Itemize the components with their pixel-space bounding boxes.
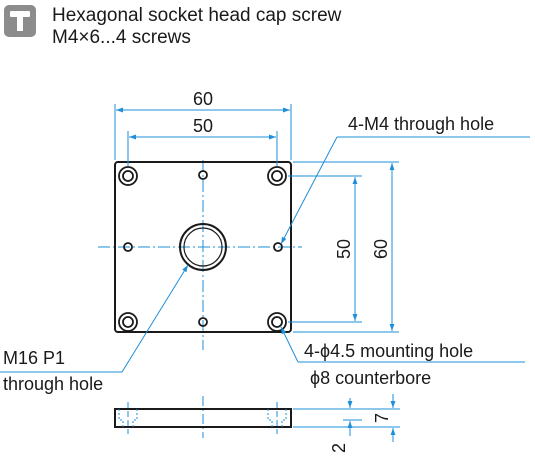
annotation-mounting-hole: 4-ϕ4.5 mounting hole xyxy=(304,341,473,361)
leader-mounting-holes xyxy=(280,326,525,363)
m4-hole-right xyxy=(273,242,283,252)
mounting-hole-bottom-left xyxy=(118,312,138,332)
dimension-label-60-height: 60 xyxy=(371,239,391,259)
m4-hole-left xyxy=(123,242,133,252)
mounting-hole-top-right xyxy=(267,166,287,186)
dimension-label-50-width: 50 xyxy=(193,116,213,136)
top-view xyxy=(98,160,302,350)
tool-icon xyxy=(4,5,36,37)
header-title: Hexagonal socket head cap screw xyxy=(52,5,342,26)
plate-outline xyxy=(114,161,292,333)
annotation-counterbore: ϕ8 counterbore xyxy=(310,368,431,388)
dimension-outer-height xyxy=(293,161,399,333)
m4-hole-top xyxy=(198,170,208,180)
dimension-label-60-width: 60 xyxy=(193,89,213,109)
dimension-pitch-width xyxy=(127,131,278,166)
m4-hole-bottom xyxy=(198,317,208,327)
annotation-through-hole-label: through hole xyxy=(3,374,103,394)
dimension-label-50-height: 50 xyxy=(334,239,354,259)
dimension-outer-width xyxy=(114,104,292,160)
leader-center-hole xyxy=(0,264,189,373)
dimension-counterbore-depth xyxy=(343,398,362,436)
dimension-pitch-height xyxy=(288,175,362,323)
annotation-m16-label: M16 P1 xyxy=(3,348,65,368)
mounting-hole-bottom-right xyxy=(267,312,287,332)
center-hole xyxy=(179,223,227,271)
mounting-hole-top-left xyxy=(118,166,138,186)
leader-m4-holes xyxy=(280,136,530,245)
side-view xyxy=(114,396,292,438)
dimension-label-7: 7 xyxy=(372,413,392,423)
header-subtitle: M4×6...4 screws xyxy=(52,27,191,48)
annotation-m4-through-hole: 4-M4 through hole xyxy=(348,114,494,134)
dimension-label-2: 2 xyxy=(329,443,349,453)
dimension-thickness xyxy=(293,394,400,442)
